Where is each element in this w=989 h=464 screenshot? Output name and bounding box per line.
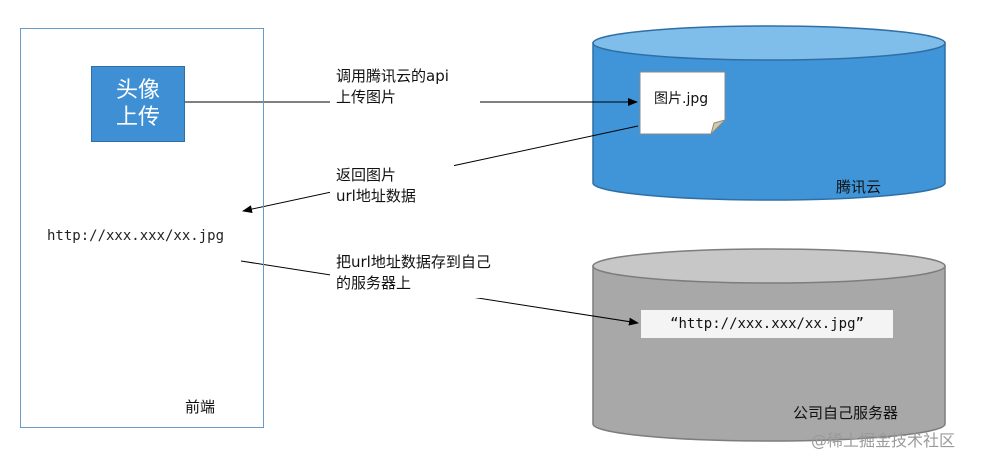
stored-url-box: “http://xxx.xxx/xx.jpg” (641, 310, 893, 338)
watermark: @稀土掘金技术社区 (811, 431, 956, 450)
step2-line2: url地址数据 (336, 187, 416, 205)
step1-line1: 调用腾讯云的api (336, 67, 449, 85)
step2-label: 返回图片 url地址数据 (336, 165, 416, 207)
step1-label: 调用腾讯云的api 上传图片 (336, 66, 449, 108)
step2-line1: 返回图片 (336, 166, 397, 184)
step3-line1: 把url地址数据存到自己 (336, 253, 491, 271)
step1-line2: 上传图片 (336, 88, 397, 106)
frontend-label: 前端 (185, 398, 216, 416)
own-server-cylinder (592, 248, 946, 442)
own-server-label: 公司自己服务器 (793, 404, 899, 422)
frontend-panel (20, 28, 264, 428)
file-document-icon (639, 71, 727, 136)
tencent-cloud-label: 腾讯云 (836, 178, 882, 196)
step3-label: 把url地址数据存到自己 的服务器上 (336, 252, 491, 294)
upload-button-line2: 上传 (115, 105, 160, 130)
frontend-url-text: http://xxx.xxx/xx.jpg (47, 228, 225, 244)
upload-button-line1: 头像 (115, 78, 160, 103)
avatar-upload-button[interactable]: 头像 上传 (91, 66, 185, 142)
step3-line2: 的服务器上 (336, 274, 412, 292)
file-name-label: 图片.jpg (654, 91, 709, 107)
